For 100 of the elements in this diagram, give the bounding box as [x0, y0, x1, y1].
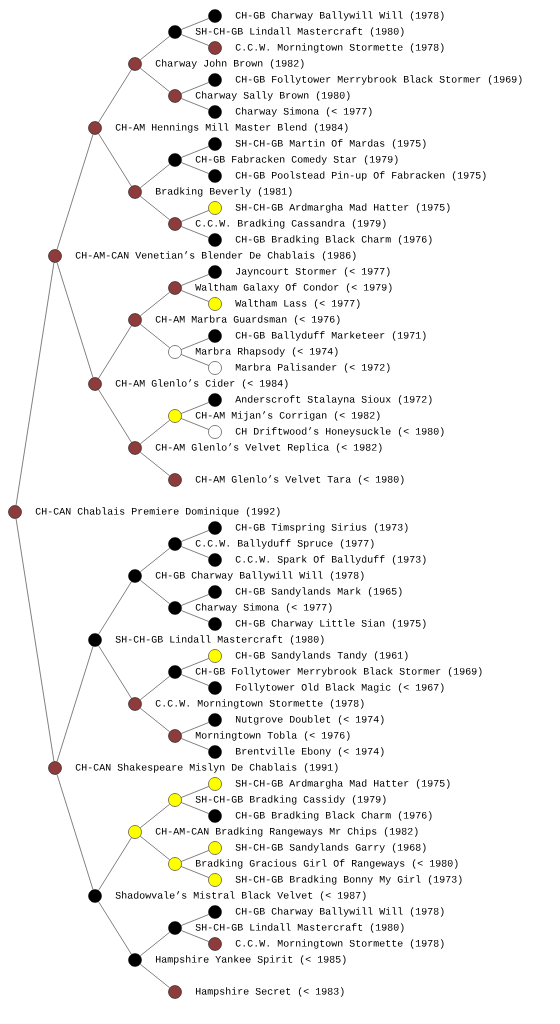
- pedigree-line: [140, 67, 170, 93]
- pedigree-line: [56, 134, 94, 250]
- dog-name: CH-CAN Chablais Premiere Dominique (1992): [35, 507, 280, 517]
- dog-name: CH-AM-CAN Bradking Rangeways Mr Chips (1982): [155, 827, 418, 837]
- dog-name: SH-CH-GB Ardmargha Mad Hatter (1975): [235, 779, 450, 789]
- pedigree-line: [181, 530, 209, 542]
- pedigree-line: [181, 210, 209, 222]
- pedigree-line: [98, 581, 132, 635]
- pedigree-line: [181, 546, 209, 558]
- pedigree-line: [98, 901, 132, 955]
- dog-name: CH-AM Marbra Guardsman (< 1976): [155, 315, 340, 325]
- pedigree-line: [181, 34, 209, 46]
- dog-name: CH Driftwood’s Honeysuckle (< 1980): [235, 427, 444, 437]
- pedigree-line: [181, 402, 209, 414]
- pedigree-line: [140, 675, 170, 701]
- dog-name: Follytower Old Black Magic (< 1967): [236, 683, 444, 693]
- dog-name: SH-CH-GB Bradking Cassidy (1979): [195, 795, 386, 805]
- dog-name: CH-AM-CAN Venetian’s Blender De Chablais (1986): [75, 251, 356, 261]
- dog-name: Shadowvale’s Mistral Black Velvet (< 1987): [115, 891, 366, 901]
- dog-name: CH-GB Bradking Black Charm (1976): [235, 811, 432, 821]
- pedigree-line: [181, 274, 209, 286]
- pedigree-line: [181, 418, 209, 430]
- dog-name: Nutgrove Doublet (< 1974): [236, 715, 384, 725]
- pedigree-line: [140, 963, 170, 989]
- pedigree-line: [140, 163, 170, 189]
- dog-name: Hampshire Yankee Spirit (< 1985): [156, 955, 346, 965]
- dog-name: CH-GB Poolstead Pin-up Of Fabracken (1975): [235, 171, 486, 181]
- pedigree-line: [181, 146, 209, 158]
- dog-name: CH-GB Sandylands Mark (1965): [235, 587, 402, 597]
- dog-name: SH-CH-GB Lindall Mastercraft (1980): [195, 923, 404, 933]
- dog-name: Charway Simona (< 1977): [235, 107, 372, 117]
- pedigree-line: [98, 133, 132, 187]
- pedigree-line: [181, 914, 209, 926]
- dog-name: CH-AM Mijan’s Corrigan (< 1982): [195, 411, 380, 421]
- dog-name: CH-GB Bradking Black Charm (1976): [235, 235, 432, 245]
- pedigree-line: [98, 325, 132, 379]
- pedigree-line: [56, 774, 94, 890]
- dog-name: Brentville Ebony (< 1974): [236, 747, 384, 757]
- pedigree-line: [181, 658, 209, 670]
- pedigree-line: [140, 195, 170, 221]
- pedigree-line: [15, 518, 55, 762]
- pedigree-line: [56, 646, 94, 762]
- dog-name: Waltham Lass (< 1977): [235, 299, 360, 309]
- dog-name: SH-CH-GB Bradking Bonny My Girl (1973): [235, 875, 462, 885]
- pedigree-line: [56, 262, 94, 378]
- pedigree-line: [140, 547, 170, 573]
- pedigree-line: [140, 451, 170, 477]
- pedigree-line: [181, 610, 209, 622]
- dog-name: Charway Simona (< 1977): [195, 603, 332, 613]
- dog-name: C.C.W. Morningtown Stormette (1978): [155, 699, 364, 709]
- pedigree-line: [98, 837, 132, 891]
- pedigree-line: [181, 786, 209, 798]
- pedigree-line: [181, 802, 209, 814]
- pedigree-line: [181, 866, 209, 878]
- dog-name: C.C.W. Morningtown Stormette (1978): [235, 939, 444, 949]
- dog-name: Marbra Rhapsody (< 1974): [195, 347, 338, 357]
- pedigree-line: [181, 162, 209, 174]
- dog-name: CH-GB Follytower Merrybrook Black Stormer (1969): [235, 75, 522, 85]
- pedigree-line: [181, 354, 209, 366]
- dog-name: SH-CH-GB Ardmargha Mad Hatter (1975): [235, 203, 450, 213]
- dog-name: CH-AM Glenlo’s Velvet Tara (< 1980): [195, 475, 404, 485]
- pedigree-line: [181, 850, 209, 862]
- pedigree-line: [181, 722, 209, 734]
- dog-name: Bradking Gracious Girl Of Rangeways (< 1980): [196, 859, 458, 869]
- dog-name: Anderscroft Stalayna Sioux (1972): [235, 395, 432, 405]
- pedigree-line: [140, 35, 170, 61]
- pedigree-line: [140, 932, 170, 957]
- pedigree-line: [181, 674, 209, 686]
- dog-name: C.C.W. Ballyduff Spruce (1977): [195, 539, 374, 549]
- pedigree-line: [140, 579, 170, 605]
- dog-name: Hampshire Secret (< 1983): [196, 987, 344, 997]
- pedigree-line: [140, 419, 170, 445]
- dog-name: Jayncourt Stormer (< 1977): [236, 267, 390, 277]
- dog-name: C.C.W. Spark Of Ballyduff (1973): [235, 555, 426, 565]
- dog-name: C.C.W. Morningtown Stormette (1978): [235, 43, 444, 53]
- dog-name: Morningtown Tobla (< 1976): [195, 731, 350, 741]
- dog-name: CH-GB Charway Ballywill Will (1978): [235, 11, 444, 21]
- pedigree-line: [181, 226, 209, 238]
- dog-name: Charway Sally Brown (1980): [195, 91, 350, 101]
- pedigree-line: [98, 389, 132, 443]
- dog-name: CH-GB Charway Ballywill Will (1978): [155, 571, 364, 581]
- dog-name: SH-CH-GB Martin Of Mardas (1975): [235, 139, 426, 149]
- pedigree-line: [181, 738, 209, 750]
- dog-name: CH-GB Timspring Sirius (1973): [235, 523, 408, 533]
- dog-name: C.C.W. Bradking Cassandra (1979): [195, 219, 386, 229]
- pedigree-line: [15, 262, 55, 506]
- dog-name: CH-AM Glenlo’s Cider (< 1984): [115, 379, 288, 389]
- pedigree-line: [98, 645, 132, 699]
- pedigree-line: [140, 707, 170, 733]
- dog-name: CH-AM Hennings Mill Master Blend (1984): [115, 123, 348, 133]
- pedigree-line: [140, 291, 170, 317]
- pedigree-line: [181, 338, 209, 350]
- dog-name: Waltham Galaxy Of Condor (< 1979): [195, 283, 392, 293]
- pedigree-line: [181, 82, 209, 94]
- pedigree-line: [140, 323, 170, 349]
- dog-name: SH-CH-GB Lindall Mastercraft (1980): [115, 635, 324, 645]
- dog-name: CH-GB Follytower Merrybrook Black Stormer (1969): [195, 667, 482, 677]
- pedigree-line: [181, 930, 209, 942]
- pedigree-line: [181, 290, 209, 302]
- dog-name: CH-GB Ballyduff Marketeer (1971): [235, 331, 426, 341]
